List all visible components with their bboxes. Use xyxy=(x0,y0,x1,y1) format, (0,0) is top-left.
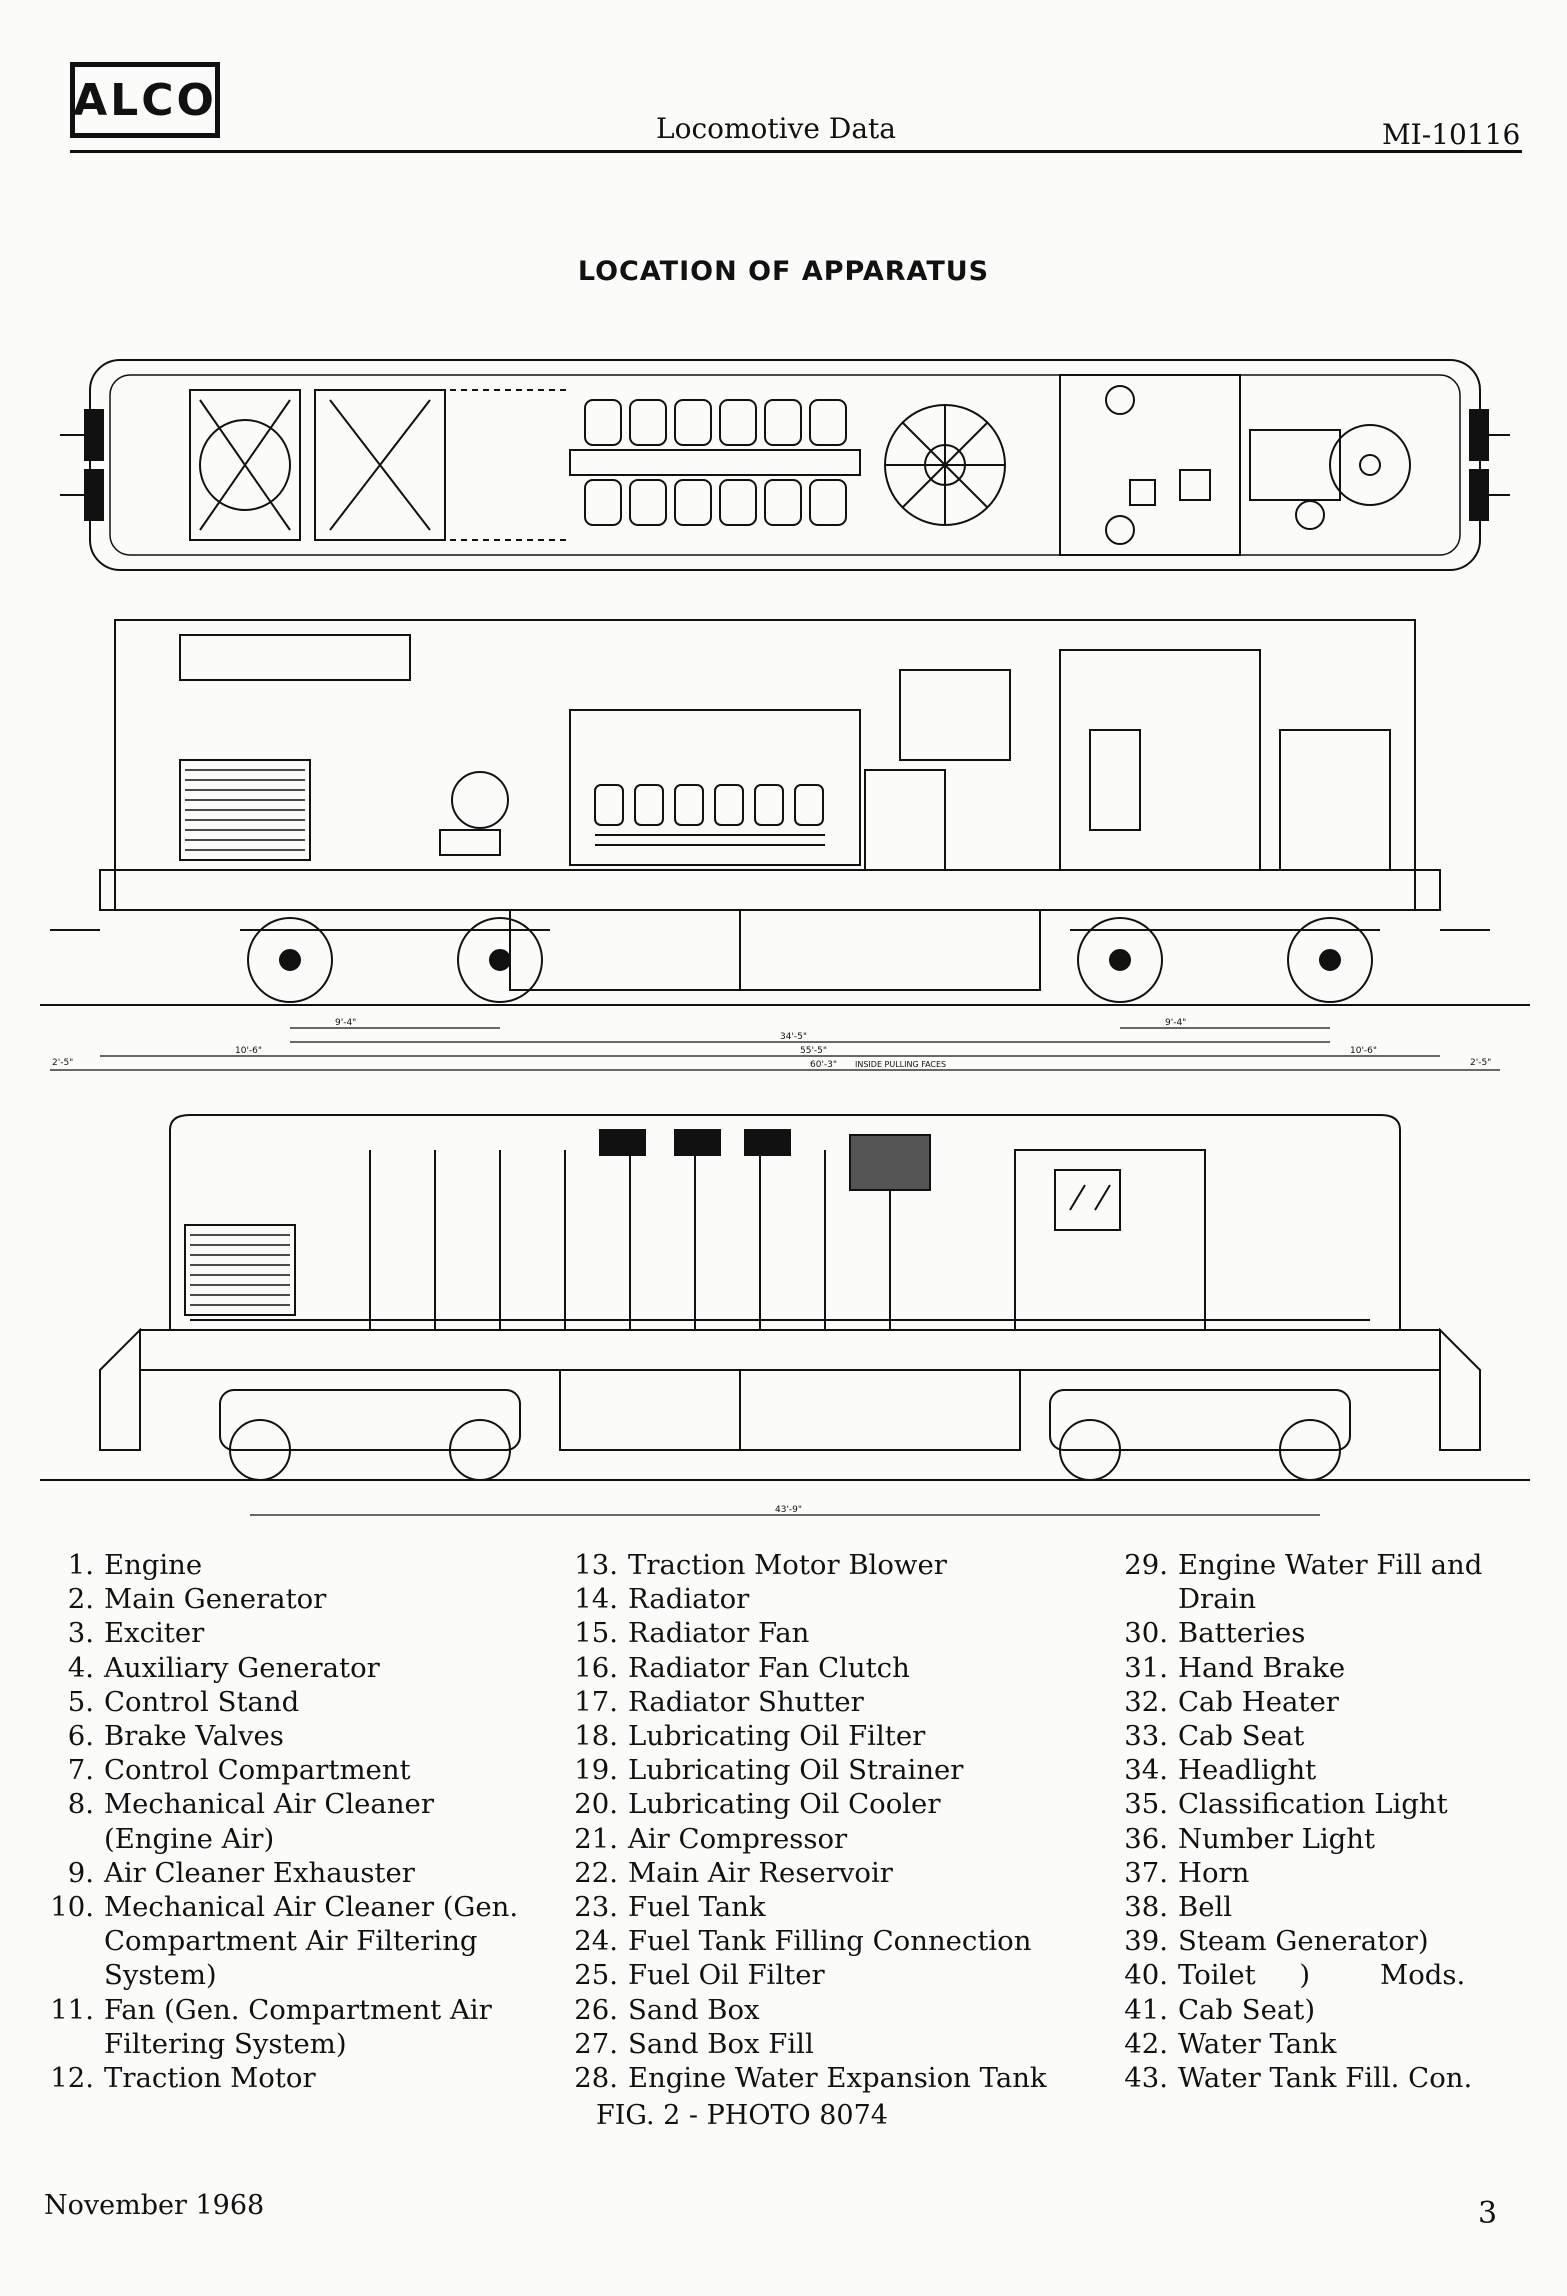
page-title: LOCATION OF APPARATUS xyxy=(577,256,990,287)
legend-item: 21.Air Compressor xyxy=(574,1822,848,1855)
legend-item: 28.Engine Water Expansion Tank xyxy=(574,2062,1047,2095)
dim-side-view: 43'-9" xyxy=(775,1505,802,1515)
legend-column-1: 1.Engine 2.Main Generator 3.Exciter 4.Au… xyxy=(36,1548,556,2095)
legend-item: 6.Brake Valves xyxy=(67,1720,284,1753)
legend-item: 3.Exciter xyxy=(67,1617,205,1650)
dim-truck-1: 10'-6" xyxy=(235,1046,262,1056)
document-number: MI-10116 xyxy=(1382,118,1521,151)
legend-item: Filtering System) xyxy=(104,2027,347,2060)
dim-left-overhang: 2'-5" xyxy=(52,1058,73,1068)
legend-item: 34.Headlight xyxy=(1124,1754,1317,1787)
legend-item: 41.Cab Seat) xyxy=(1124,1993,1316,2026)
legend-item: 24.Fuel Tank Filling Connection xyxy=(574,1925,1032,1958)
legend-item: 18.Lubricating Oil Filter xyxy=(574,1720,926,1753)
dim-truck-2: 10'-6" xyxy=(1350,1046,1377,1056)
legend-item: 14.Radiator xyxy=(574,1583,750,1616)
legend-item: 5.Control Stand xyxy=(67,1685,300,1718)
legend-item: 15.Radiator Fan xyxy=(574,1617,810,1650)
legend-item: 42.Water Tank xyxy=(1124,2027,1337,2060)
legend-item: 13.Traction Motor Blower xyxy=(574,1549,947,1581)
legend-item: 16.Radiator Fan Clutch xyxy=(574,1651,910,1684)
legend-item: Drain xyxy=(1178,1583,1257,1616)
legend-item: 10.Mechanical Air Cleaner (Gen. xyxy=(50,1891,519,1924)
logo-text: ALCO xyxy=(73,74,217,126)
legend-item: 23.Fuel Tank xyxy=(574,1891,766,1924)
dim-wheelbase-2: 9'-4" xyxy=(1165,1018,1186,1028)
dim-wheelbase-1: 9'-4" xyxy=(335,1018,356,1028)
legend-item: 37.Horn xyxy=(1124,1856,1250,1889)
legend-item: 40.Toilet ) Mods. xyxy=(1124,1959,1466,1992)
legend-item: 25.Fuel Oil Filter xyxy=(574,1959,825,1992)
legend-item: 35.Classification Light xyxy=(1124,1788,1448,1821)
legend-item: 26.Sand Box xyxy=(574,1993,760,2026)
legend-item: 36.Number Light xyxy=(1124,1822,1376,1855)
legend-item: 43.Water Tank Fill. Con. xyxy=(1124,2062,1473,2095)
dim-truck-centers: 34'-5" xyxy=(780,1032,807,1042)
legend-item: System) xyxy=(104,1959,217,1992)
page-number: 3 xyxy=(1478,2196,1498,2231)
dim-overall-frame: 55'-5" xyxy=(800,1046,827,1056)
legend-item: 27.Sand Box Fill xyxy=(574,2027,814,2060)
legend-item: 39.Steam Generator) xyxy=(1124,1925,1429,1958)
legend-item: 30.Batteries xyxy=(1124,1617,1306,1650)
legend-item: 9.Air Cleaner Exhauster xyxy=(67,1856,415,1889)
legend-item: 1.Engine xyxy=(67,1549,203,1581)
legend-item: 4.Auxiliary Generator xyxy=(67,1651,380,1684)
legend-item: 29.Engine Water Fill and xyxy=(1124,1549,1483,1581)
locomotive-drawing: 2'-5" 10'-6" 9'-4" 34'-5" 55'-5" 60'-3" … xyxy=(40,359,1530,1516)
legend-item: 17.Radiator Shutter xyxy=(574,1685,864,1718)
figure-caption: FIG. 2 - PHOTO 8074 xyxy=(596,2100,888,2131)
dim-right-overhang: 2'-5" xyxy=(1470,1058,1491,1068)
legend-item: (Engine Air) xyxy=(104,1822,275,1855)
legend-item: 22.Main Air Reservoir xyxy=(574,1856,893,1889)
legend-item: 32.Cab Heater xyxy=(1124,1685,1339,1718)
legend-column-3: 29.Engine Water Fill and Drain 30.Batter… xyxy=(1110,1548,1550,2095)
legend-item: Compartment Air Filtering xyxy=(104,1925,478,1958)
header-title: Locomotive Data xyxy=(656,112,896,145)
section-view xyxy=(40,619,1530,1071)
dim-pulling-faces: 60'-3" xyxy=(810,1060,837,1070)
legend-item: 12.Traction Motor xyxy=(50,2062,316,2095)
legend-item: 20.Lubricating Oil Cooler xyxy=(574,1788,941,1821)
legend-item: 8.Mechanical Air Cleaner xyxy=(67,1788,434,1821)
plan-view xyxy=(60,359,1510,571)
legend-column-2: 13.Traction Motor Blower 14.Radiator 15.… xyxy=(560,1548,1120,2095)
footer-date: November 1968 xyxy=(44,2190,265,2221)
dim-pulling-faces-note: INSIDE PULLING FACES xyxy=(855,1060,946,1069)
legend-item: 7.Control Compartment xyxy=(67,1754,411,1787)
header-rule xyxy=(70,150,1522,153)
legend-item: 31.Hand Brake xyxy=(1124,1651,1346,1684)
legend-item: 2.Main Generator xyxy=(67,1583,327,1616)
legend-item: 38.Bell xyxy=(1124,1891,1233,1924)
legend-item: 33.Cab Seat xyxy=(1124,1720,1305,1753)
legend-item: 11.Fan (Gen. Compartment Air xyxy=(50,1993,492,2026)
exterior-view xyxy=(40,1114,1530,1516)
legend-item: 19.Lubricating Oil Strainer xyxy=(574,1754,964,1787)
alco-logo: ALCO xyxy=(70,62,220,138)
